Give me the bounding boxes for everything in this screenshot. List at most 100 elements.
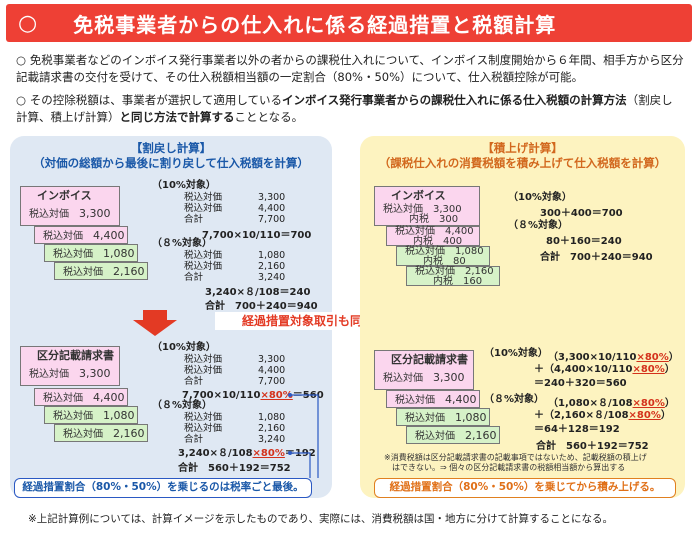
left-t10-label2: 税込対価: [184, 203, 223, 214]
right-b8-line1: （1,080×８/108×80%）: [548, 394, 675, 409]
invoice-price-label: 税込対価: [53, 249, 93, 260]
left-t10-label1: 税込対価: [184, 192, 223, 203]
title-bar: ○ 免税事業者からの仕入れに係る経過措置と税額計算: [6, 4, 692, 42]
left-calc8: 3,240×８/108＝240: [205, 287, 311, 298]
left-calc10: 7,700×10/110＝700: [202, 230, 312, 241]
left-rate8-label: （８%対象）: [152, 238, 213, 249]
right-b8-2-pct: ×80%: [628, 410, 661, 421]
kubun-card: 区分記載請求書 税込対価 3,300: [20, 346, 120, 386]
invoice-title: インボイス: [391, 189, 446, 202]
left-b-t10-label3: 合計: [184, 376, 204, 387]
left-b-rate10-label: （10%対象）: [152, 342, 216, 353]
kubun-price-label: 税込対価: [29, 369, 69, 380]
right-b8-1-post: ）: [664, 398, 675, 409]
kubun-price-value: 4,400: [93, 391, 125, 404]
invoice-price-value: 1,080: [103, 247, 135, 260]
left-t10-value2: 4,400: [258, 203, 286, 214]
left-b-t8-value3: 3,240: [258, 434, 286, 445]
right-b-rate10-label: （10%対象）: [484, 348, 548, 359]
left-calc10b-pct: ×80%: [260, 390, 293, 401]
invoice-tax-label: 内税: [409, 214, 429, 225]
left-t10-label3: 合計: [184, 214, 204, 225]
right-b8-1-pct: ×80%: [632, 398, 665, 409]
kubun-card: 税込対価 1,080: [396, 408, 490, 426]
bullet-2: ○ その控除税額は、事業者が選択して適用しているインボイス発行事業者からの課税仕…: [16, 92, 684, 126]
left-calc8b-pre: 3,240×８/108: [178, 448, 253, 459]
invoice-title: インボイス: [37, 189, 92, 202]
right-rate8-label: （８%対象）: [508, 220, 569, 231]
footer-note: ※上記計算例については、計算イメージを示したものであり、実際には、消費税額は国・…: [28, 513, 614, 525]
kubun-card: 税込対価 4,400: [386, 390, 480, 408]
right-b8-line2: ＋（2,160×８/108×80%）: [534, 406, 671, 421]
kubun-price-label: 税込対価: [405, 413, 445, 424]
invoice-card: インボイス 税込対価 3,300 内税 300: [374, 186, 480, 226]
invoice-price-value: 1,080: [455, 246, 484, 257]
invoice-price-value: 2,160: [465, 266, 494, 277]
title-circle: ○: [18, 10, 38, 36]
left-b-t10-value2: 4,400: [258, 365, 286, 376]
right-b10-line1: （3,300×10/110×80%）: [548, 348, 679, 363]
kubun-title: 区分記載請求書: [37, 349, 114, 362]
invoice-card: 税込対価 4,400: [34, 226, 128, 244]
left-t8-label3: 合計: [184, 272, 204, 283]
invoice-price-value: 3,300: [79, 207, 111, 220]
left-b-rate8-label: （８%対象）: [152, 400, 213, 411]
invoice-card: インボイス 税込対価 3,300: [20, 186, 120, 226]
right-b10-line3: ＝240＋320＝560: [534, 378, 627, 389]
kubun-price-value: 3,300: [79, 367, 111, 380]
right-note: 経過措置割合（80%・50%）を乗じてから積み上げる。: [374, 478, 676, 498]
right-b10-1-post: ）: [668, 352, 679, 363]
invoice-card: 税込対価 2,160: [54, 262, 148, 280]
kubun-price-label: 税込対価: [395, 395, 435, 406]
invoice-card: 税込対価 1,080: [44, 244, 138, 262]
right-b10-1-pct: ×80%: [636, 352, 669, 363]
right-b10-1-pre: （3,300×10/110: [548, 352, 637, 363]
right-b10-2-post: ）: [664, 364, 675, 375]
invoice-price-label: 税込対価: [415, 266, 455, 277]
left-b-t10-value1: 3,300: [258, 354, 286, 365]
right-small-note1: ※消費税額は区分記載請求書の記載事項ではないため、記載税額の積上げ: [384, 453, 647, 462]
left-head2: （対価の総額から最後に割り戻して仕入税額を計算）: [33, 156, 309, 170]
left-t10-value1: 3,300: [258, 192, 286, 203]
right-calc8: 80＋160＝240: [546, 236, 622, 247]
invoice-tax-label: 内税: [413, 236, 433, 247]
left-b-t8-label1: 税込対価: [184, 412, 223, 423]
left-total: 合計 700＋240＝940: [205, 301, 318, 312]
left-b-t10-value3: 7,700: [258, 376, 286, 387]
left-t8-label2: 税込対価: [184, 261, 223, 272]
left-note: 経過措置割合（80%・50%）を乗じるのは税率ごと最後。: [14, 478, 312, 498]
left-t8-value1: 1,080: [258, 250, 286, 261]
bullet-2-post: こととなる。: [234, 110, 304, 124]
bullet-2-bold: インボイス発行事業者からの課税仕入れに係る仕入税額の計算方法: [282, 93, 627, 107]
right-b10-2-pre: ＋（4,400×10/110: [534, 364, 633, 375]
left-b-t8-value1: 1,080: [258, 412, 286, 423]
right-b10-2-pct: ×80%: [632, 364, 665, 375]
left-calc10b-pre: 7,700×10/110: [182, 390, 261, 401]
right-b8-1-pre: （1,080×８/108: [548, 398, 633, 409]
left-b-t10-label1: 税込対価: [184, 354, 223, 365]
bullet-1: ○ 免税事業者などのインボイス発行事業者以外の者からの課税仕入れについて、インボ…: [16, 52, 684, 86]
right-b8-2-pre: ＋（2,160×８/108: [534, 410, 629, 421]
kubun-card: 区分記載請求書 税込対価 3,300: [374, 350, 474, 390]
right-b8-line3: ＝64＋128＝192: [534, 424, 620, 435]
invoice-price-label: 税込対価: [383, 204, 423, 215]
invoice-price-value: 4,400: [445, 226, 474, 237]
left-calc8b-pct: ×80%: [252, 448, 285, 459]
kubun-card: 税込対価 1,080: [44, 406, 138, 424]
kubun-price-value: 1,080: [455, 411, 487, 424]
right-small-note2: はできない。⇒ 個々の区分記載請求書の税額相当額から算出する: [392, 463, 626, 472]
down-arrow-left-shaft: [143, 310, 167, 320]
right-rate10-label: （10%対象）: [508, 192, 572, 203]
kubun-price-label: 税込対価: [383, 373, 423, 384]
invoice-card: 税込対価 4,400 内税 400: [386, 226, 480, 247]
left-t8-label1: 税込対価: [184, 250, 223, 261]
left-t10-value3: 7,700: [258, 214, 286, 225]
kubun-price-value: 4,400: [445, 393, 477, 406]
kubun-price-label: 税込対価: [415, 431, 455, 442]
kubun-price-value: 2,160: [465, 429, 497, 442]
invoice-tax-label: 内税: [433, 276, 453, 287]
invoice-tax-value: 80: [453, 256, 466, 267]
right-b-rate8-label: （８%対象）: [484, 394, 545, 405]
invoice-price-label: 税込対価: [29, 209, 69, 220]
page-title: 免税事業者からの仕入れに係る経過措置と税額計算: [73, 12, 557, 37]
